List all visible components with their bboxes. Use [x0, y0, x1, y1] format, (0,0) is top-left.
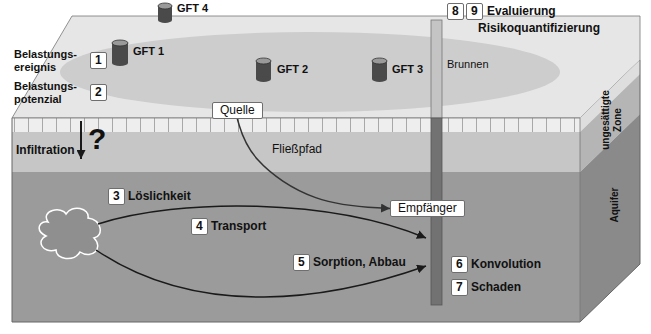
box-text: 6 — [456, 257, 463, 272]
contamination-area — [60, 32, 560, 112]
step-label: Belastungs- ereignis — [14, 48, 90, 74]
question-mark: ? — [88, 122, 106, 156]
step-label: Sorption, Abbau — [313, 255, 406, 269]
tank-top — [112, 40, 128, 46]
tank-body — [256, 76, 271, 82]
well-label: Brunnen — [447, 58, 489, 71]
zone-label: ungesättigte Zone — [600, 85, 624, 155]
step-label: Konvolution — [471, 257, 541, 271]
tank-label: GFT 3 — [392, 63, 423, 76]
transport-arrow — [98, 206, 426, 238]
tank-symbol — [256, 58, 271, 82]
tank-body — [112, 60, 128, 66]
box-text: 2 — [95, 85, 102, 100]
source-box: Quelle — [212, 102, 263, 119]
tank-symbol — [372, 58, 387, 82]
tank-top — [256, 58, 271, 64]
block-outline — [12, 60, 640, 322]
step-label: Evaluierung — [487, 4, 556, 18]
step-number: 1 — [90, 52, 107, 69]
step-number: 2 — [90, 84, 107, 101]
process-label: Infiltration — [16, 143, 75, 157]
tank-label: GFT 1 — [133, 45, 164, 58]
tank-top — [372, 58, 387, 64]
tank-body — [372, 76, 387, 82]
tank-label: GFT 2 — [277, 63, 308, 76]
box-text: Empfänger — [398, 201, 457, 216]
receptor-box: Empfänger — [390, 200, 465, 217]
step-number: 9 — [466, 3, 483, 20]
tank-top — [158, 3, 172, 9]
step-label: Risikoquantifizierung — [478, 21, 600, 35]
infiltration-arrow — [80, 121, 82, 159]
box-text: 5 — [298, 255, 305, 270]
aquifer-zone — [12, 172, 580, 322]
box-text: 9 — [471, 4, 478, 19]
step-number: 6 — [451, 256, 468, 273]
block-edge — [580, 118, 581, 322]
box-text: Quelle — [220, 103, 255, 118]
well-pipe — [431, 20, 442, 118]
step-number: 4 — [191, 218, 208, 235]
tank-symbol — [112, 40, 128, 66]
step-label: Schaden — [471, 280, 521, 294]
box-text: 1 — [95, 53, 102, 68]
box-text: 4 — [196, 219, 203, 234]
block-edge — [12, 118, 580, 119]
box-text: 3 — [113, 189, 120, 204]
path-label: Fließpfad — [272, 142, 322, 156]
step-number: 8 — [447, 3, 464, 20]
step-number: 3 — [108, 188, 125, 205]
tank-symbol — [158, 3, 172, 23]
ground-surface — [12, 16, 640, 118]
tank-label: GFT 4 — [177, 2, 208, 15]
step-label: Löslichkeit — [128, 189, 191, 203]
step-label: Transport — [211, 219, 266, 233]
step-number: 5 — [293, 254, 310, 271]
tank-body — [158, 17, 172, 23]
flow-path — [237, 119, 390, 209]
box-text: 8 — [452, 4, 459, 19]
contaminant-plume — [39, 208, 100, 258]
transport-arrow — [96, 250, 426, 297]
zone-label: Aquifer — [609, 170, 621, 240]
box-text: 7 — [456, 280, 463, 295]
step-number: 7 — [451, 279, 468, 296]
step-label: Belastungs- potenzial — [14, 80, 90, 106]
